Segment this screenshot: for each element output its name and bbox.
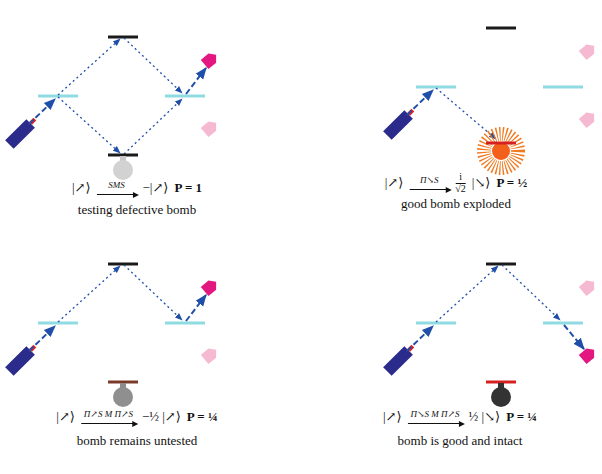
arrow-line — [81, 420, 136, 424]
operator-arrow: Π↘S — [409, 176, 449, 190]
panel-caption: good bomb exploded — [401, 196, 511, 211]
arrow-line — [408, 420, 463, 424]
operator-label: Π↘S — [409, 176, 449, 185]
state-ket: |↘⟩ — [472, 175, 491, 191]
operator-label: SMS — [97, 181, 137, 190]
caption-holder: bomb is good and intact — [398, 433, 523, 449]
panel-caption: bomb is good and intact — [398, 433, 523, 448]
arrow-line — [97, 191, 137, 195]
state-ket: |↗⟩ — [385, 175, 404, 191]
caption-holder: bomb remains untested — [77, 433, 198, 449]
caption-holder: testing defective bomb — [78, 202, 196, 218]
denominator: √2 — [455, 184, 466, 195]
formula-row: |↗⟩ Π↘S i√2 |↘⟩ P = ½ — [385, 172, 528, 194]
operator-label: Π↗S M Π↗S — [81, 410, 136, 419]
panel-caption: bomb remains untested — [77, 433, 198, 448]
formula-row: |↗⟩ SMS −|↗⟩ P = 1 — [72, 180, 202, 196]
probability: P = ¼ — [506, 409, 537, 425]
probability: P = ½ — [496, 175, 527, 191]
probability: P = 1 — [174, 180, 202, 196]
operator-arrow: Π↘S M Π↗S — [408, 410, 463, 424]
operator-arrow: Π↗S M Π↗S — [81, 410, 136, 424]
formula-row: |↗⟩ Π↘S M Π↗S ½ |↘⟩ P = ¼ — [383, 409, 537, 425]
state-ket: |↗⟩ — [383, 409, 402, 425]
state-ket: −½ |↗⟩ — [142, 409, 181, 425]
formula-row: |↗⟩ Π↗S M Π↗S −½ |↗⟩ P = ¼ — [56, 409, 217, 425]
state-ket: |↗⟩ — [72, 180, 91, 196]
state-ket: |↗⟩ — [56, 409, 75, 425]
state-ket: ½ |↘⟩ — [469, 409, 501, 425]
probability: P = ¼ — [187, 409, 218, 425]
numerator: i — [459, 172, 462, 183]
caption-holder: good bomb exploded — [401, 196, 511, 212]
operator-arrow: SMS — [97, 181, 137, 195]
fraction: i√2 — [455, 172, 466, 194]
operator-label: Π↘S M Π↗S — [408, 410, 463, 419]
arrow-line — [409, 186, 449, 190]
panel-caption: testing defective bomb — [78, 202, 196, 217]
state-ket: −|↗⟩ — [143, 180, 169, 196]
